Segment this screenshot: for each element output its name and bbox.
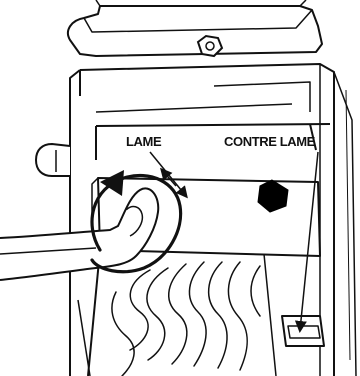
counter-blade-slot — [282, 316, 324, 346]
hex-nut-icon — [258, 180, 288, 212]
blade-swirls — [112, 262, 260, 376]
label-counter-blade: CONTRE LAME — [224, 134, 316, 149]
label-blade: LAME — [126, 134, 162, 149]
top-bolt — [198, 36, 222, 56]
top-cover — [68, 0, 322, 56]
hand-icon — [0, 188, 158, 280]
blade-leader — [150, 152, 186, 196]
counter-blade-leader — [300, 152, 318, 330]
left-knob — [36, 144, 70, 176]
